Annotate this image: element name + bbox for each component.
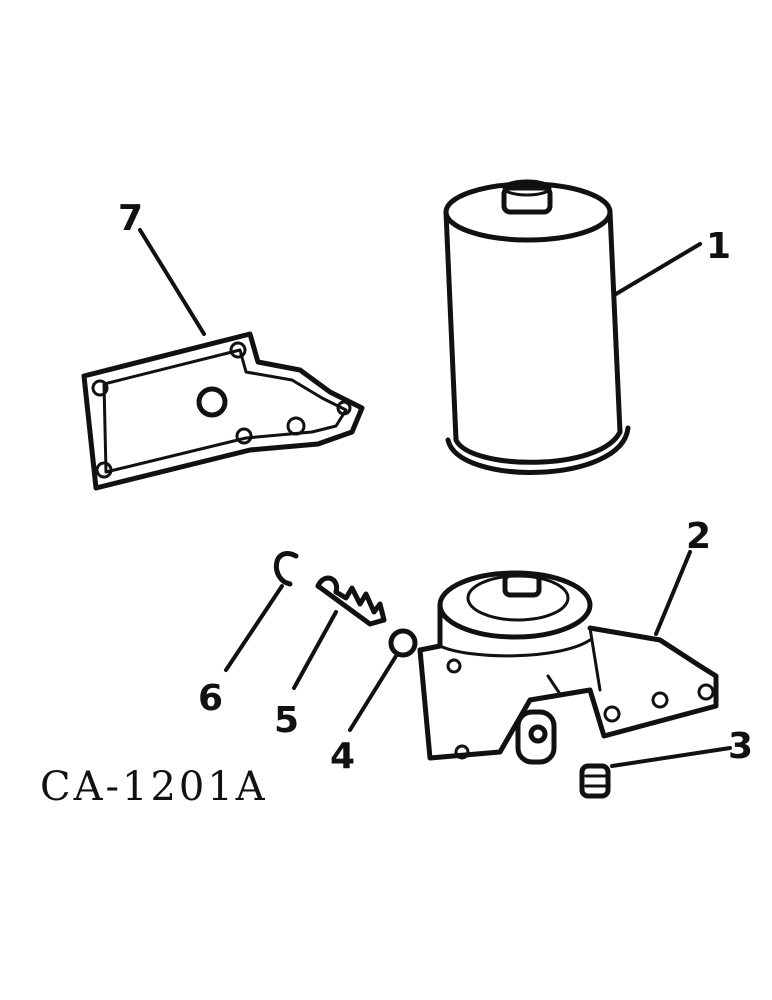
plug bbox=[579, 763, 611, 799]
callout-7: 7 bbox=[118, 198, 143, 239]
callout-5: 5 bbox=[274, 700, 299, 741]
callout-3: 3 bbox=[728, 726, 753, 767]
gasket bbox=[81, 331, 365, 491]
callout-2: 2 bbox=[686, 516, 711, 557]
callout-4: 4 bbox=[330, 736, 355, 777]
filter-base bbox=[417, 570, 719, 765]
filter-element bbox=[443, 179, 631, 475]
spring bbox=[315, 575, 387, 627]
retaining-ring bbox=[274, 551, 299, 587]
ball bbox=[388, 628, 418, 658]
figure-id: CA-1201A bbox=[40, 764, 268, 810]
callout-6: 6 bbox=[198, 678, 223, 719]
callout-1: 1 bbox=[706, 226, 731, 267]
leader-lines bbox=[138, 228, 732, 768]
